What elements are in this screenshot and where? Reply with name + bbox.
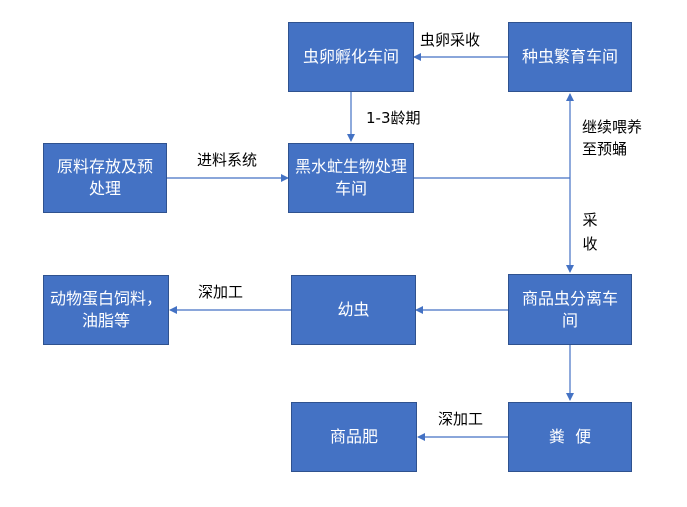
edge-label-feed-to-prepupa: 继续喂养至预蛹 (582, 118, 643, 158)
node-animal-protein-feed: 动物蛋白饲料，油脂等 (43, 275, 169, 345)
node-commercial-fertilizer: 商品肥 (291, 402, 417, 472)
node-breeding-workshop: 种虫繁育车间 (508, 22, 632, 92)
node-label: 粪 便 (548, 427, 592, 446)
edge-label-harvest: 采收 (582, 211, 598, 253)
node-frass: 粪 便 (508, 402, 632, 472)
node-raw-material-storage: 原料存放及预处理 (43, 143, 167, 213)
node-label: 动物蛋白饲料，油脂等 (50, 289, 163, 330)
node-label: 虫卵孵化车间 (302, 47, 399, 66)
node-separation-workshop: 商品虫分离车间 (508, 274, 632, 345)
node-label: 种虫繁育车间 (521, 47, 618, 66)
node-label: 商品肥 (329, 427, 378, 446)
node-larvae: 幼虫 (291, 275, 416, 345)
edge-label-egg-collection: 虫卵采收 (420, 31, 481, 49)
edge-label-deep-processing-larvae: 深加工 (198, 283, 244, 301)
node-label: 幼虫 (337, 300, 370, 319)
node-egg-hatching-workshop: 虫卵孵化车间 (288, 22, 414, 92)
node-label: 黑水虻生物处理车间 (295, 157, 408, 198)
edge-label-instar-age: 1-3龄期 (366, 109, 421, 127)
edge-label-feed-system: 进料系统 (197, 151, 258, 169)
node-label: 商品虫分离车间 (521, 288, 618, 330)
node-bsf-processing-workshop: 黑水虻生物处理车间 (288, 143, 414, 213)
node-label: 原料存放及预处理 (56, 157, 153, 198)
edge-label-deep-processing-frass: 深加工 (438, 410, 484, 428)
